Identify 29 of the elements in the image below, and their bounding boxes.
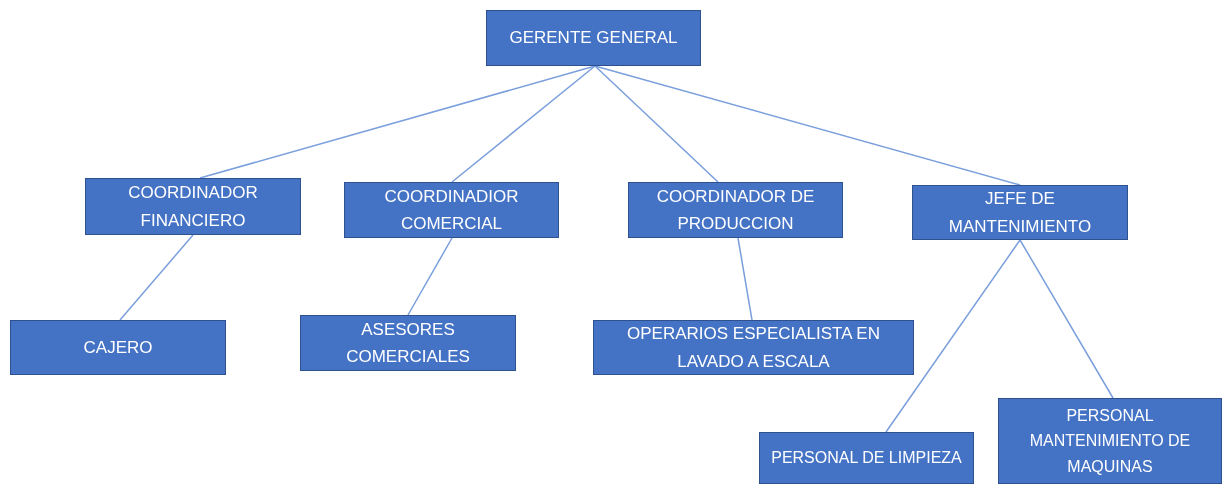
position-title: JEFE DE MANTENIMIENTO <box>947 188 1093 238</box>
position-box <box>912 185 1128 240</box>
position-title: PERSONAL DE LIMPIEZA <box>771 448 962 469</box>
position-box <box>344 182 559 238</box>
connector-line <box>199 65 596 179</box>
connector-line <box>737 237 753 321</box>
position-box <box>593 320 914 375</box>
position-title: PERSONAL MANTENIMIENTO DE MAQUINAS <box>1028 405 1192 477</box>
position-box <box>998 398 1222 484</box>
position-title: OPERARIOS ESPECIALISTA EN LAVADO A ESCALA <box>626 323 881 373</box>
position-title: COORDINADOR DE PRODUCCION <box>655 185 816 235</box>
position-box <box>486 10 701 66</box>
position-title: COORDINADOR FINANCIERO <box>127 182 259 232</box>
position-title: CAJERO <box>83 336 153 359</box>
position-title: ASESORES COMERCIALES <box>345 318 471 368</box>
connector-line <box>1019 239 1114 399</box>
position-box <box>300 315 516 371</box>
position-box <box>759 432 974 484</box>
connector-line <box>119 234 194 321</box>
position-box <box>85 178 301 235</box>
position-title: GERENTE GENERAL <box>509 27 678 50</box>
connector-line <box>451 65 596 183</box>
connector-line <box>594 65 719 183</box>
connector-line <box>407 237 453 316</box>
connector-line <box>885 239 1021 433</box>
position-box <box>10 320 226 375</box>
position-box <box>628 182 843 238</box>
position-title: COORDINADIOR COMERCIAL <box>383 185 520 235</box>
connector-line <box>594 65 1021 186</box>
